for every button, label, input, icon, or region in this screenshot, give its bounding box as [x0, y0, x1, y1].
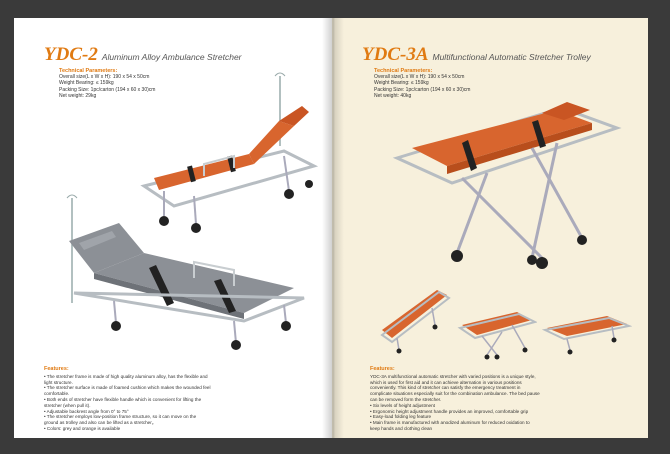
left-params-heading: Technical Parameters: — [59, 68, 118, 74]
trolley-main-image — [392, 102, 622, 269]
right-feature-line: conveniently. This kind of stretcher can… — [370, 385, 521, 391]
left-features: Features: • The stretcher frame is made … — [44, 366, 299, 432]
right-feature-line: which is used for first aid and it can a… — [370, 379, 522, 385]
right-tech-params: Technical Parameters: Overall size(L x W… — [374, 68, 470, 99]
left-param-line: Packing Size: 1pc/carton (194 x 60 x 30)… — [59, 86, 156, 93]
left-feature-line: • The stretcher employs low-position fra… — [44, 414, 197, 420]
right-param-line: Packing Size: 1pc/carton (194 x 60 x 30)… — [374, 86, 471, 93]
right-feature-line: keep hands and clothing clean — [370, 425, 433, 431]
right-feature-line: • Easy-load folding leg feature — [370, 414, 432, 420]
trolley-thumbnail-1 — [380, 290, 451, 354]
left-tech-params: Technical Parameters: Overall size(L x W… — [59, 68, 155, 99]
left-model-name: YDC-2 — [44, 44, 98, 65]
left-param-line: Weight Bearing: ≤ 159kg — [59, 80, 114, 87]
trolley-thumbnail-3 — [542, 316, 632, 355]
right-feature-line: • Six levels of height adjustment — [370, 402, 435, 408]
left-feature-line: light structure. — [44, 379, 73, 385]
left-subtitle: Aluminum Alloy Ambulance Stretcher — [101, 52, 242, 62]
right-params-heading: Technical Parameters: — [374, 68, 433, 74]
orange-stretcher-image — [140, 72, 319, 233]
left-feature-line: stretcher (when pull it). — [44, 402, 91, 408]
left-feature-line: • Colors: grey and orange is available — [44, 425, 121, 431]
right-model-name: YDC-3A — [362, 44, 429, 65]
left-feature-line: • Both ends of stretcher have flexible h… — [44, 396, 202, 402]
right-feature-line: complicate situations especially suit fo… — [370, 391, 540, 397]
left-feature-line: • Adjustable backrest angle from 0° to 7… — [44, 408, 129, 414]
right-feature-line: • Ergonomic height adjustment handle pro… — [370, 408, 529, 414]
right-param-line: Overall size(L x W x H): 190 x 54 x 50cm — [374, 74, 465, 81]
right-param-line: Net weight: 40kg — [374, 92, 412, 99]
left-param-line: Net weight: 29kg — [59, 92, 97, 99]
left-feature-line: ground as trolley and also can be lifted… — [44, 420, 157, 426]
right-feature-line: YDC-3A multifunctional automatic stretch… — [370, 373, 536, 379]
trolley-thumbnail-2 — [457, 312, 537, 360]
right-param-line: Weight Bearing: ≤ 159kg — [374, 80, 429, 87]
left-features-heading: Features: — [44, 366, 69, 372]
left-param-line: Overall size(L x W x H): 190 x 54 x 50cm — [59, 74, 150, 81]
grey-stretcher-image — [66, 194, 305, 350]
right-subtitle: Multifunctional Automatic Stretcher Trol… — [432, 52, 591, 62]
right-feature-line: • Main frame is manufactured with anodiz… — [370, 420, 530, 426]
left-feature-line: • The stretcher surface is made of foame… — [44, 385, 211, 391]
right-features-heading: Features: — [370, 366, 395, 372]
right-features: Features: YDC-3A multifunctional automat… — [370, 366, 635, 432]
right-feature-line: can be removed form the stretcher. — [370, 396, 442, 402]
page-gutter-shadow — [322, 18, 344, 438]
left-feature-line: comfortable. — [44, 391, 70, 397]
left-feature-line: • The stretcher frame is made of high qu… — [44, 373, 208, 379]
